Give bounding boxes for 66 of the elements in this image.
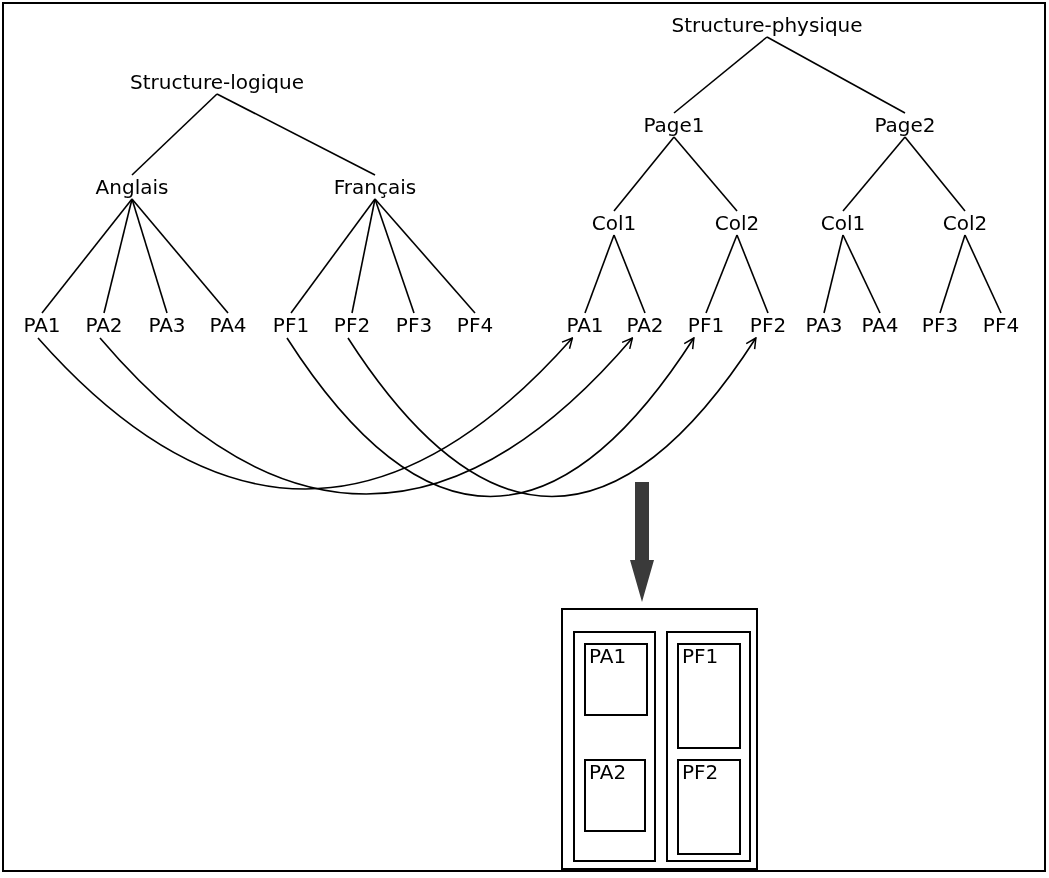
tree-node-label: PF1 <box>687 315 725 335</box>
tree-node-label: Français <box>333 177 417 197</box>
block-box <box>584 759 646 832</box>
tree-node-label: Anglais <box>95 177 169 197</box>
tree-node-label: Col2 <box>714 213 760 233</box>
tree-node-label: Col1 <box>591 213 637 233</box>
mapping-arrow <box>99 337 634 495</box>
tree-node-label: Page1 <box>643 115 705 135</box>
tree-node-label: PF2 <box>333 315 371 335</box>
block-box <box>584 643 648 716</box>
tree-line <box>673 36 768 114</box>
tree-node-label: PF1 <box>272 315 310 335</box>
tree-node-label: Structure-logique <box>130 72 304 92</box>
tree-line <box>823 234 844 314</box>
tree-line <box>351 198 376 314</box>
tree-line <box>673 136 738 212</box>
block-label: PA1 <box>589 646 627 666</box>
tree-node-label: PF4 <box>456 315 494 335</box>
tree-line <box>964 234 1002 314</box>
tree-line <box>904 136 966 212</box>
tree-line <box>613 234 646 314</box>
tree-node-label: PA4 <box>861 315 899 335</box>
tree-node-label: PA2 <box>85 315 123 335</box>
tree-line <box>103 198 133 314</box>
mapping-arrow <box>286 337 695 498</box>
tree-line <box>842 234 881 314</box>
tree-node-label: Structure-physique <box>671 15 863 35</box>
tree-line <box>584 234 615 314</box>
tree-line <box>290 198 376 314</box>
tree-line <box>374 198 415 314</box>
tree-node-label: PA1 <box>566 315 604 335</box>
tree-node-label: PF2 <box>749 315 787 335</box>
tree-line <box>374 198 476 314</box>
block-box <box>677 643 741 749</box>
tree-line <box>613 136 675 212</box>
tree-node-label: PA2 <box>626 315 664 335</box>
block-label: PF2 <box>682 762 719 782</box>
block-label: PA2 <box>589 762 627 782</box>
tree-line <box>131 198 168 314</box>
transform-arrow <box>630 482 654 602</box>
tree-node-label: PF4 <box>982 315 1020 335</box>
tree-node-label: Col2 <box>942 213 988 233</box>
tree-line <box>939 234 966 314</box>
mapping-arrow <box>347 337 757 498</box>
column-box <box>666 631 751 862</box>
tree-node-label: PF3 <box>395 315 433 335</box>
tree-node-label: PA3 <box>805 315 843 335</box>
tree-line <box>766 36 906 114</box>
block-box <box>677 759 741 855</box>
tree-node-label: Col1 <box>820 213 866 233</box>
tree-line <box>736 234 769 314</box>
tree-node-label: Page2 <box>874 115 936 135</box>
tree-line <box>131 93 218 176</box>
page-box <box>561 608 758 870</box>
tree-node-label: PF3 <box>921 315 959 335</box>
tree-line <box>41 198 133 314</box>
tree-node-label: PA4 <box>209 315 247 335</box>
tree-line <box>216 93 376 176</box>
mapping-arrow <box>37 337 574 490</box>
tree-node-label: PA3 <box>148 315 186 335</box>
tree-node-label: PA1 <box>23 315 61 335</box>
column-box <box>573 631 656 862</box>
block-label: PF1 <box>682 646 719 666</box>
tree-line <box>131 198 229 314</box>
tree-line <box>705 234 738 314</box>
tree-line <box>842 136 906 212</box>
